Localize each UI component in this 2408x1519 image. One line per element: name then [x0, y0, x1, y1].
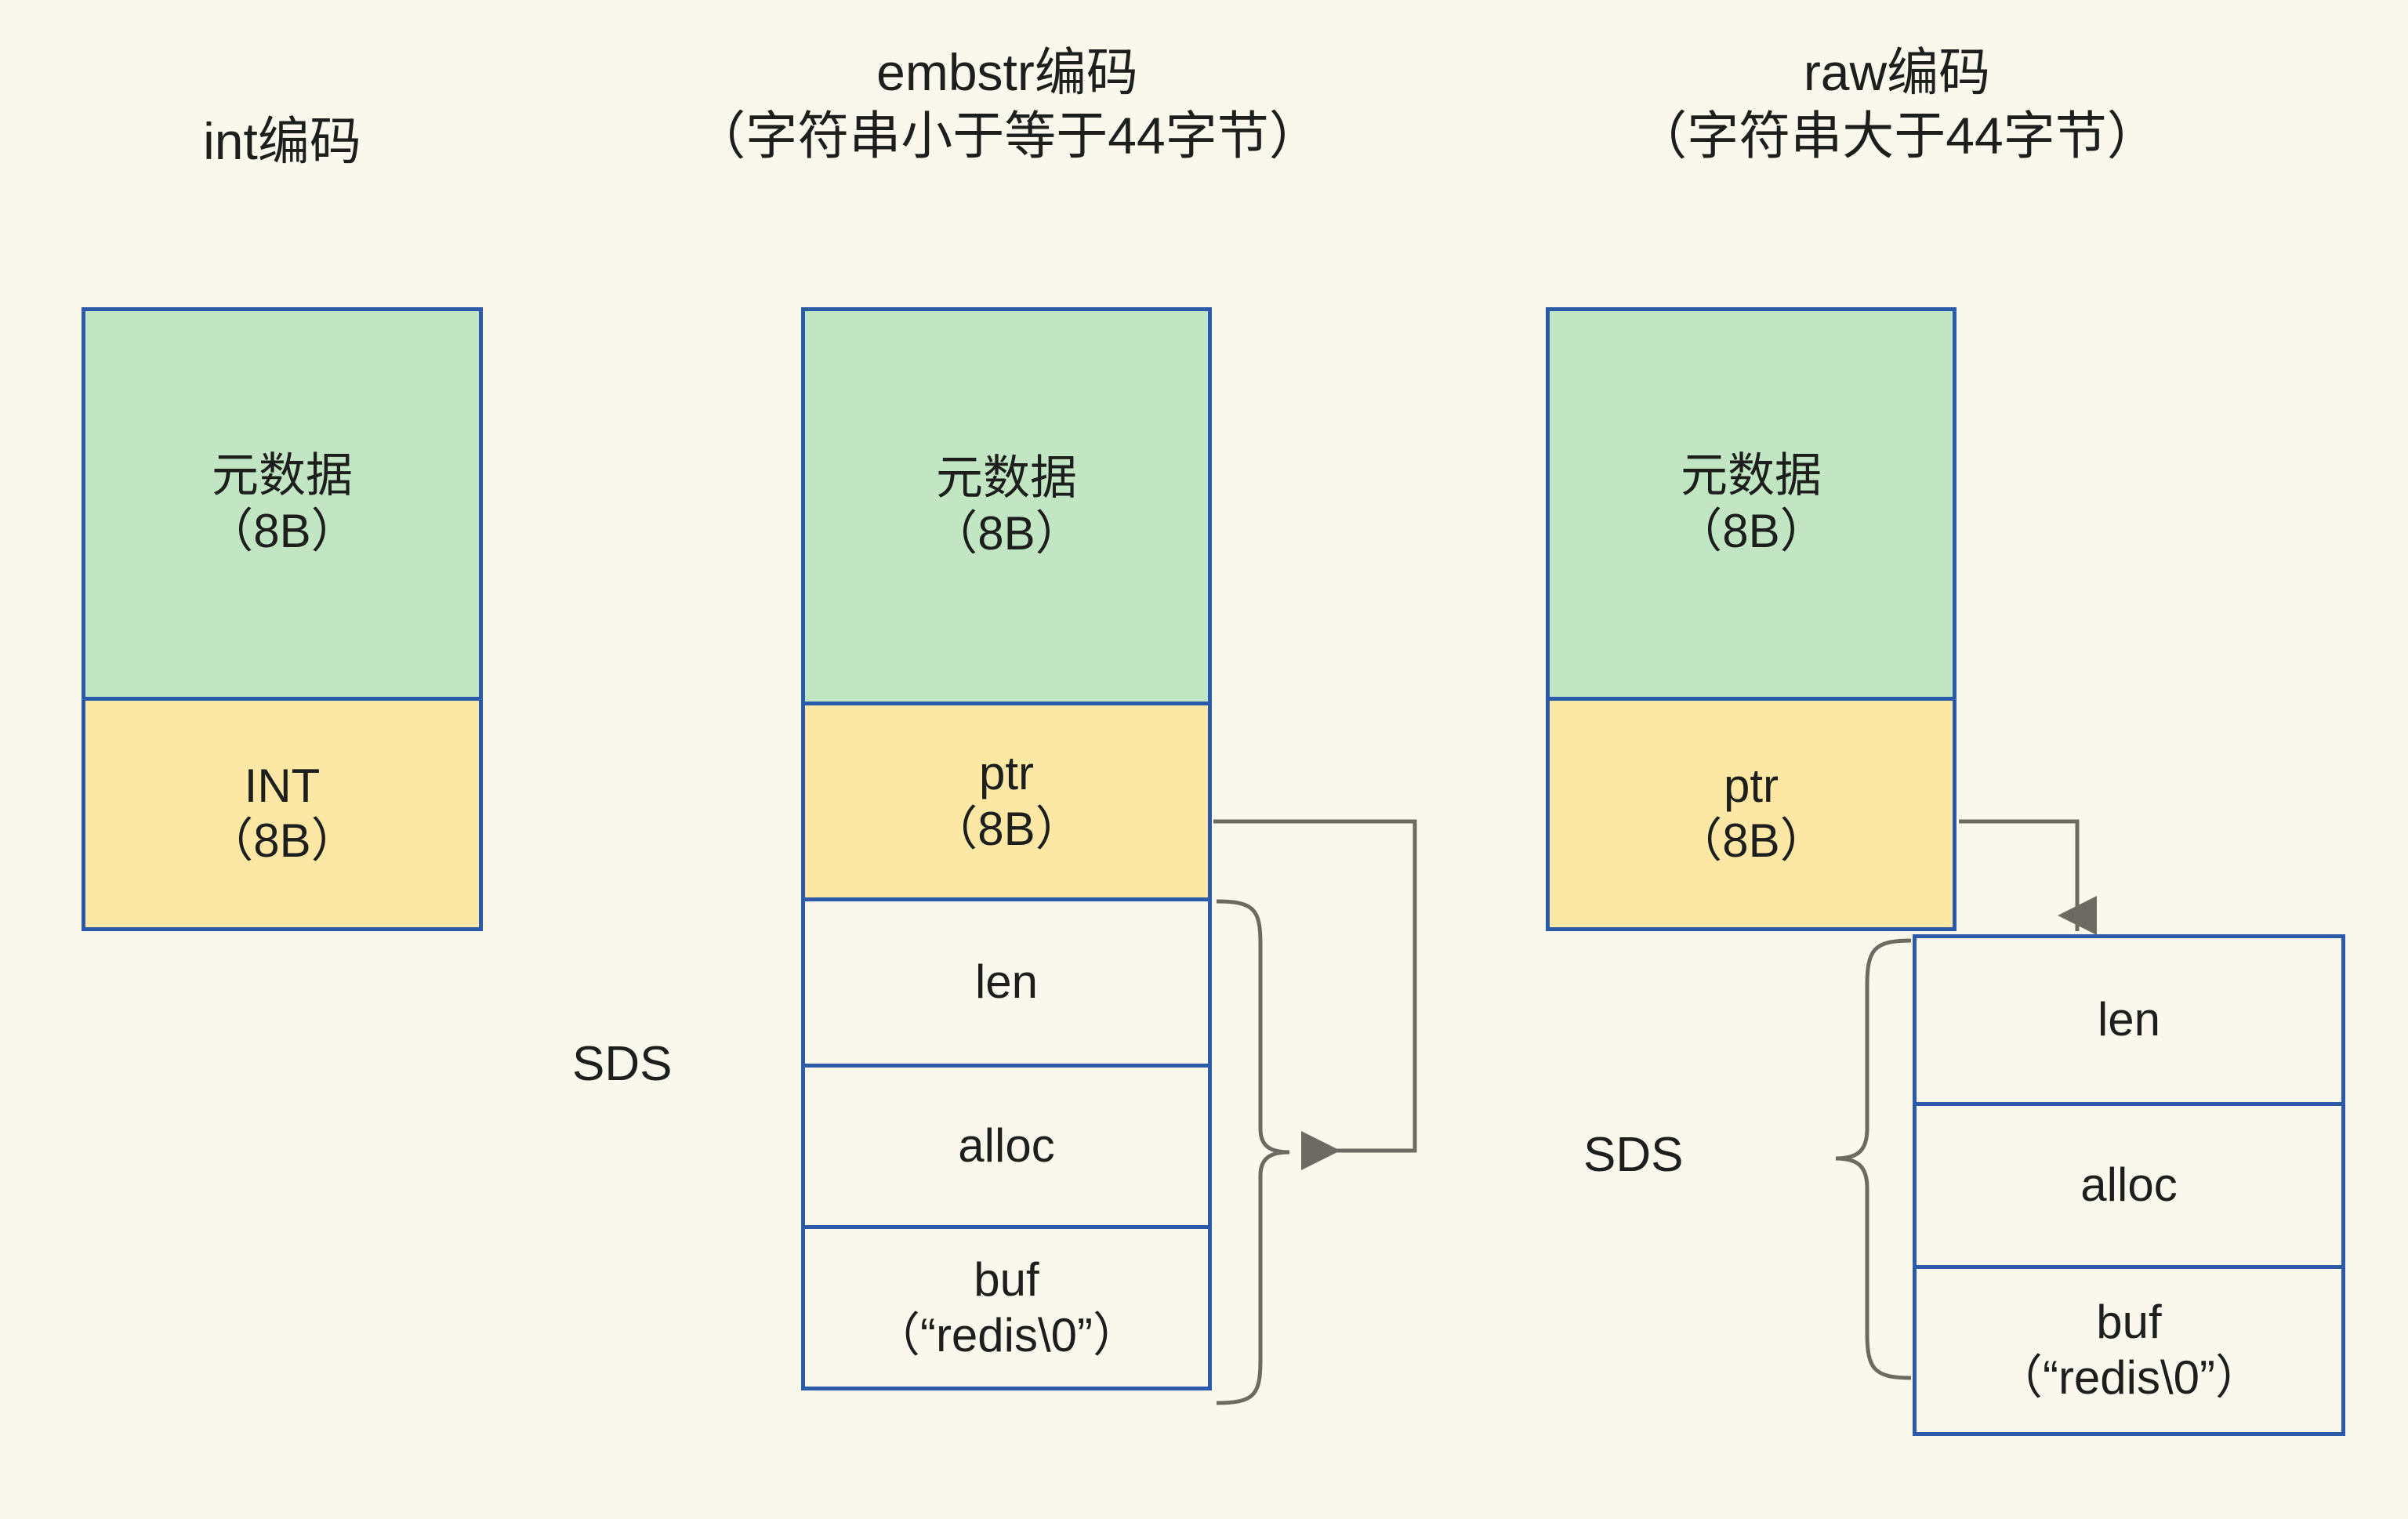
- header-embstr-encoding: embstr编码 （字符串小于等于44字节）: [694, 43, 1321, 165]
- int-object-block: 元数据 （8B） INT （8B）: [82, 307, 483, 931]
- raw-sds-label: SDS: [1583, 1128, 1684, 1182]
- raw-ptr-arrow: [1959, 819, 2097, 935]
- raw-sds-alloc-cell: alloc: [1917, 1101, 2341, 1266]
- raw-sds-block: len alloc buf （“redis\0”）: [1913, 934, 2345, 1436]
- raw-object-block: 元数据 （8B） ptr （8B）: [1546, 307, 1956, 931]
- embstr-sds-label: SDS: [572, 1037, 673, 1091]
- embstr-object-block: 元数据 （8B） ptr （8B） len alloc buf （“redis\…: [801, 307, 1212, 1390]
- embstr-sds-brace: [1216, 899, 1290, 1405]
- raw-sds-len-cell: len: [1917, 938, 2341, 1102]
- int-metadata-cell: 元数据 （8B）: [85, 311, 479, 697]
- int-value-cell: INT （8B）: [85, 696, 479, 927]
- raw-sds-buf-cell: buf （“redis\0”）: [1917, 1265, 2341, 1433]
- embstr-ptr-cell: ptr （8B）: [805, 701, 1208, 897]
- raw-sds-brace: [1835, 938, 1912, 1380]
- embstr-metadata-cell: 元数据 （8B）: [805, 311, 1208, 701]
- raw-metadata-cell: 元数据 （8B）: [1550, 311, 1953, 697]
- header-int-encoding: int编码: [203, 112, 361, 170]
- embstr-sds-buf-cell: buf （“redis\0”）: [805, 1225, 1208, 1387]
- embstr-ptr-arrow: [1213, 819, 1417, 1170]
- embstr-sds-len-cell: len: [805, 897, 1208, 1064]
- header-raw-encoding: raw编码 （字符串大于44字节）: [1635, 43, 2159, 165]
- raw-ptr-cell: ptr （8B）: [1550, 696, 1953, 927]
- embstr-sds-alloc-cell: alloc: [805, 1064, 1208, 1225]
